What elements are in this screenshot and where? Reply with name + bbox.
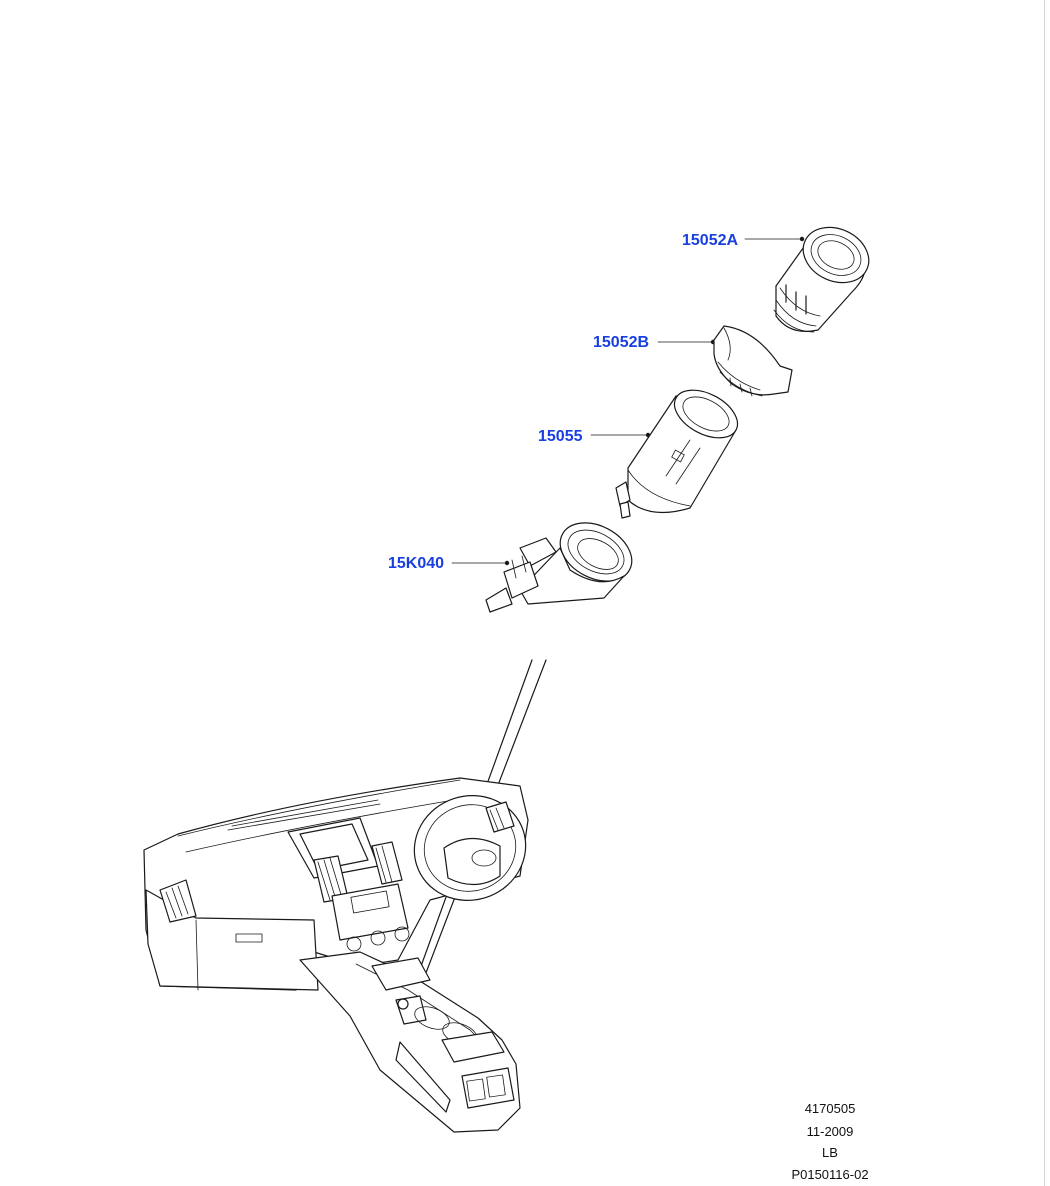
footer-date: 11-2009 <box>806 1124 854 1139</box>
part-15055-socket <box>615 389 739 519</box>
vehicle-dashboard-location-view <box>143 777 529 1133</box>
page-edge <box>1044 0 1045 1186</box>
callout-15052B: 15052B <box>593 334 650 351</box>
footer-code: 4170505 <box>804 1101 856 1116</box>
part-15K040-housing <box>485 522 633 613</box>
leader-dot-15052A <box>799 236 805 242</box>
part-15052B-insert <box>713 325 793 397</box>
callout-15K040: 15K040 <box>388 555 445 572</box>
leader-dot-15K040 <box>504 560 510 566</box>
part-15052A-lighter-element <box>773 226 870 333</box>
callout-15052A: 15052A <box>682 232 739 249</box>
footer-variant: LB <box>822 1145 838 1160</box>
footer-part-ref: P0150116-02 <box>791 1167 869 1182</box>
callout-15055: 15055 <box>538 428 583 445</box>
